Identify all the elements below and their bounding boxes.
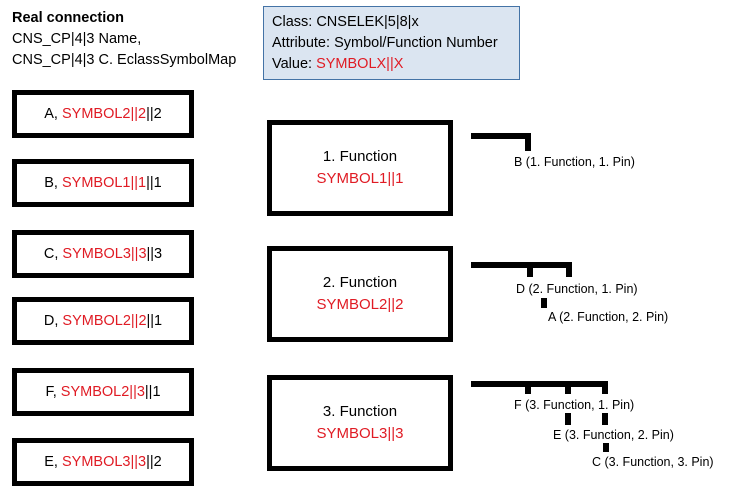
connector-3-tick-4 [565,413,571,425]
pin-box-d-text: D, SYMBOL2||2||1 [43,313,163,329]
pin-box-f[interactable]: F, SYMBOL2||3||1 [12,368,194,416]
connector-1-label-1: B (1. Function, 1. Pin) [514,155,635,169]
pin-box-e-text: E, SYMBOL3||3||2 [44,454,162,470]
connector-2-tick-3 [541,298,547,308]
function-box-1-name: 1. Function [322,148,398,165]
connector-2-label-2: A (2. Function, 2. Pin) [548,310,669,324]
info-value-value: SYMBOLX||X [316,56,404,72]
connector-2-tick-1 [527,262,533,277]
info-class-value: CNSELEK|5|8|x [316,14,419,30]
connector-3-tick-2 [565,381,571,394]
connector-3-tick-3 [602,381,608,394]
pin-box-a[interactable]: A, SYMBOL2||2||2 [12,90,194,138]
legend-line-2: CNS_CP|4|3 C. EclassSymbolMap [12,52,237,68]
connector-3-tick-6 [603,443,609,452]
function-box-3-name: 3. Function [322,403,398,420]
connector-3-bar [471,381,608,387]
function-box-3[interactable]: 3. Function SYMBOL3||3 [267,375,453,471]
function-box-2-name: 2. Function [322,274,398,291]
function-box-2[interactable]: 2. Function SYMBOL2||2 [267,246,453,342]
info-attribute-label: Attribute: [272,35,335,51]
pin-box-c[interactable]: C, SYMBOL3||3||3 [12,230,194,278]
info-class-row: Class: CNSELEK|5|8|x [272,12,511,33]
legend-block: Real connection CNS_CP|4|3 Name, CNS_CP|… [12,8,262,71]
connector-3-label-3: C (3. Function, 3. Pin) [592,455,714,469]
info-value-label: Value: [272,56,317,72]
connector-3-label-2: E (3. Function, 2. Pin) [553,428,674,442]
info-attribute-value: Symbol/Function Number [334,35,498,51]
pin-box-a-text: A, SYMBOL2||2||2 [44,106,162,122]
pin-box-b-text: B, SYMBOL1||1||1 [44,175,162,191]
function-box-1[interactable]: 1. Function SYMBOL1||1 [267,120,453,216]
connector-2-bar [471,262,572,268]
function-box-3-symbol: SYMBOL3||3 [316,425,404,442]
pin-box-b[interactable]: B, SYMBOL1||1||1 [12,159,194,207]
legend-line-1: CNS_CP|4|3 Name, [12,31,142,47]
info-value-row: Value: SYMBOLX||X [272,54,511,75]
connector-2-label-1: D (2. Function, 1. Pin) [516,282,638,296]
legend-title: Real connection [12,10,124,26]
info-class-label: Class: [272,14,317,30]
info-box: Class: CNSELEK|5|8|x Attribute: Symbol/F… [263,6,520,80]
pin-box-e[interactable]: E, SYMBOL3||3||2 [12,438,194,486]
connector-3-label-1: F (3. Function, 1. Pin) [514,398,635,412]
info-attribute-row: Attribute: Symbol/Function Number [272,33,511,54]
connector-3-tick-1 [525,381,531,394]
connector-2-tick-2 [566,262,572,277]
function-box-2-symbol: SYMBOL2||2 [316,296,404,313]
pin-box-c-text: C, SYMBOL3||3||3 [43,246,163,262]
pin-box-d[interactable]: D, SYMBOL2||2||1 [12,297,194,345]
function-box-1-symbol: SYMBOL1||1 [316,170,404,187]
connector-1-bar [471,133,531,139]
pin-box-f-text: F, SYMBOL2||3||1 [45,384,161,400]
connector-3-tick-5 [602,413,608,425]
connector-1-tick-1 [525,133,531,151]
